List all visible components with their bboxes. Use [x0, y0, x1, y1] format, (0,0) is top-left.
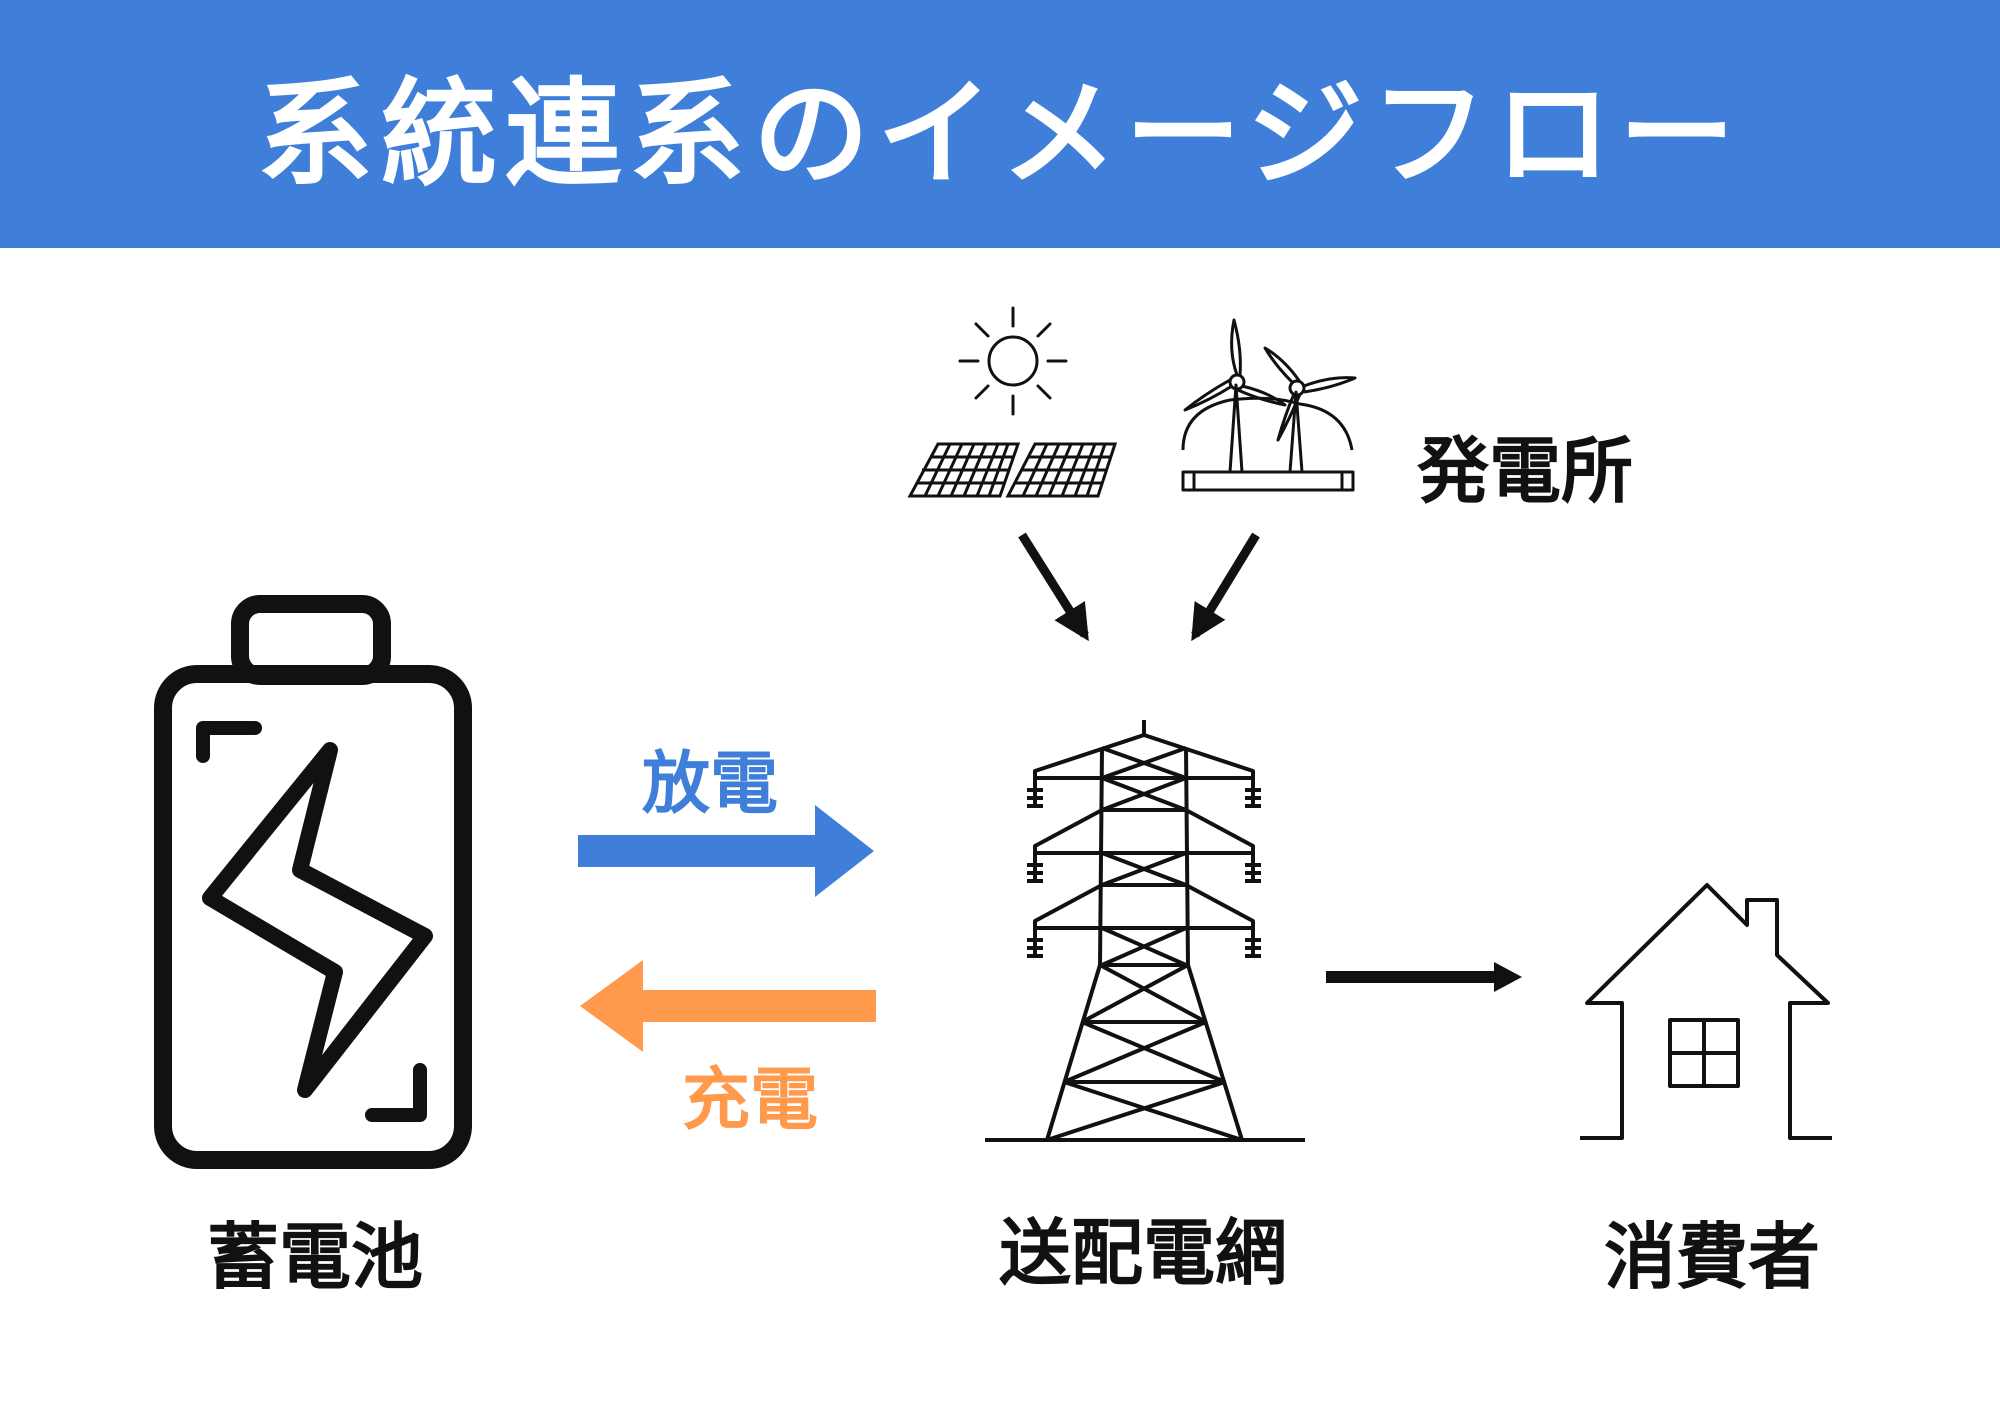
- discharge-label: 放電: [641, 745, 779, 824]
- solar-panel-icon: [907, 442, 1118, 498]
- transmission-tower-icon: [985, 720, 1305, 1142]
- grid-label: 送配電網: [998, 1211, 1288, 1295]
- generation-arrows: [1018, 532, 1260, 642]
- discharge-arrow: [578, 805, 874, 897]
- power-plant-label: 発電所: [1416, 429, 1634, 513]
- page-title: 系統連系のイメージフロー: [257, 67, 1743, 202]
- house-icon: [1580, 883, 1832, 1140]
- charge-label: 充電: [681, 1061, 819, 1140]
- supply-arrow: [1326, 962, 1522, 992]
- battery-icon: [154, 595, 472, 1169]
- consumer-label: 消費者: [1603, 1215, 1821, 1299]
- wind-turbine-icon: [1181, 318, 1357, 492]
- charge-arrow: [580, 960, 876, 1052]
- sun-icon: [958, 306, 1068, 416]
- title-banner: 系統連系のイメージフロー: [0, 0, 2000, 248]
- battery-label: 蓄電池: [206, 1215, 424, 1299]
